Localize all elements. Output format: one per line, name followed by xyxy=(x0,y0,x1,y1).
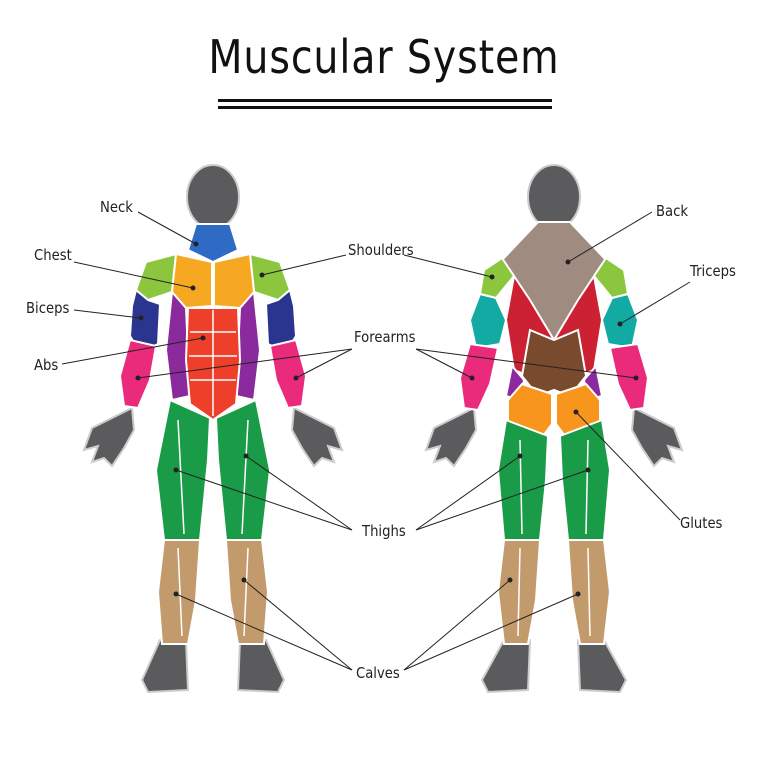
dot-chest xyxy=(190,285,196,291)
dot-back xyxy=(565,259,571,265)
leader-thighs-front-left xyxy=(175,469,353,531)
back-left-thigh xyxy=(496,418,550,541)
back-left-calf-line xyxy=(517,547,521,637)
front-right-foot xyxy=(236,639,286,694)
leader-calves-back-right xyxy=(403,593,579,671)
dot-calf-fl xyxy=(173,591,179,597)
back-right-thigh-line xyxy=(585,439,589,535)
front-right-hand xyxy=(290,406,344,468)
leader-thighs-back-right xyxy=(415,469,589,531)
back-head xyxy=(527,164,581,230)
dot-glutes xyxy=(573,409,579,415)
front-right-calf xyxy=(224,539,270,645)
label-abs: Abs xyxy=(34,356,59,374)
leader-back xyxy=(567,211,653,263)
label-shoulders: Shoulders xyxy=(348,241,414,259)
dot-front-shoulders xyxy=(259,272,265,278)
front-head xyxy=(186,164,240,230)
leader-calves-back-left xyxy=(403,579,511,671)
dot-calf-fr xyxy=(241,577,247,583)
dot-triceps xyxy=(617,321,623,327)
back-figure xyxy=(424,164,684,694)
leader-abs xyxy=(61,337,204,365)
title-underline-top xyxy=(218,99,552,102)
front-right-thigh-line xyxy=(241,419,249,535)
front-left-hand xyxy=(82,406,136,468)
leader-forearms-front-left xyxy=(137,348,353,379)
page-title: Muscular System xyxy=(208,30,560,84)
front-right-oblique xyxy=(234,289,262,402)
leader-neck xyxy=(137,211,197,245)
front-right-forearm xyxy=(268,338,308,410)
dot-neck xyxy=(193,241,199,247)
title-underline-bottom xyxy=(218,106,552,109)
dot-forearm-bl xyxy=(469,375,475,381)
dot-thigh-fl xyxy=(173,467,179,473)
front-neck-muscle xyxy=(186,223,240,264)
dot-thigh-br xyxy=(585,467,591,473)
leader-glutes xyxy=(575,411,681,521)
leader-thighs-front-right xyxy=(245,455,353,531)
label-calves: Calves xyxy=(356,664,400,682)
leader-chest xyxy=(73,261,194,289)
back-right-foot xyxy=(576,639,628,694)
label-forearms: Forearms xyxy=(354,328,416,346)
leader-forearms-back-left xyxy=(415,348,473,379)
back-lower xyxy=(520,328,588,398)
front-left-calf-line xyxy=(177,547,183,637)
back-left-hand xyxy=(424,406,478,468)
dot-forearm-fr xyxy=(293,375,299,381)
leader-front-shoulders xyxy=(261,254,347,276)
back-left-forearm xyxy=(458,342,500,412)
label-biceps: Biceps xyxy=(26,299,70,317)
label-thighs: Thighs xyxy=(362,522,406,540)
label-back: Back xyxy=(656,202,689,220)
leader-thighs-back-left xyxy=(415,455,521,531)
dot-abs xyxy=(200,335,206,341)
leader-dots xyxy=(135,241,639,597)
front-left-thigh-line xyxy=(177,419,185,535)
front-left-foot xyxy=(140,639,190,694)
leader-calves-front-right xyxy=(243,579,353,671)
back-right-thigh xyxy=(558,418,612,541)
back-right-triceps xyxy=(600,292,640,350)
leader-forearms-front-right xyxy=(295,348,353,379)
leader-lines xyxy=(61,211,691,671)
label-glutes: Glutes xyxy=(680,514,723,532)
leader-forearms-back-right xyxy=(415,348,637,379)
front-right-shoulder xyxy=(248,252,292,302)
label-triceps: Triceps xyxy=(690,262,736,280)
label-chest: Chest xyxy=(34,246,72,264)
back-left-foot xyxy=(480,639,532,694)
front-left-forearm xyxy=(118,338,158,410)
front-figure xyxy=(82,164,344,694)
front-left-calf xyxy=(156,539,202,645)
back-right-calf-line xyxy=(587,547,591,637)
dot-forearm-br xyxy=(633,375,639,381)
label-neck: Neck xyxy=(100,198,133,216)
back-left-triceps xyxy=(468,292,508,350)
dot-forearm-fl xyxy=(135,375,141,381)
dot-calf-br xyxy=(575,591,581,597)
leader-biceps xyxy=(73,309,142,319)
back-right-hand xyxy=(630,406,684,468)
leader-triceps xyxy=(619,281,691,325)
leader-back-shoulders xyxy=(403,254,493,278)
dot-thigh-bl xyxy=(517,453,523,459)
dot-thigh-fr xyxy=(243,453,249,459)
dot-biceps xyxy=(138,315,144,321)
dot-calf-bl xyxy=(507,577,513,583)
front-right-calf-line xyxy=(243,547,249,637)
leader-calves-front-left xyxy=(175,593,353,671)
dot-back-shoulders xyxy=(489,274,495,280)
